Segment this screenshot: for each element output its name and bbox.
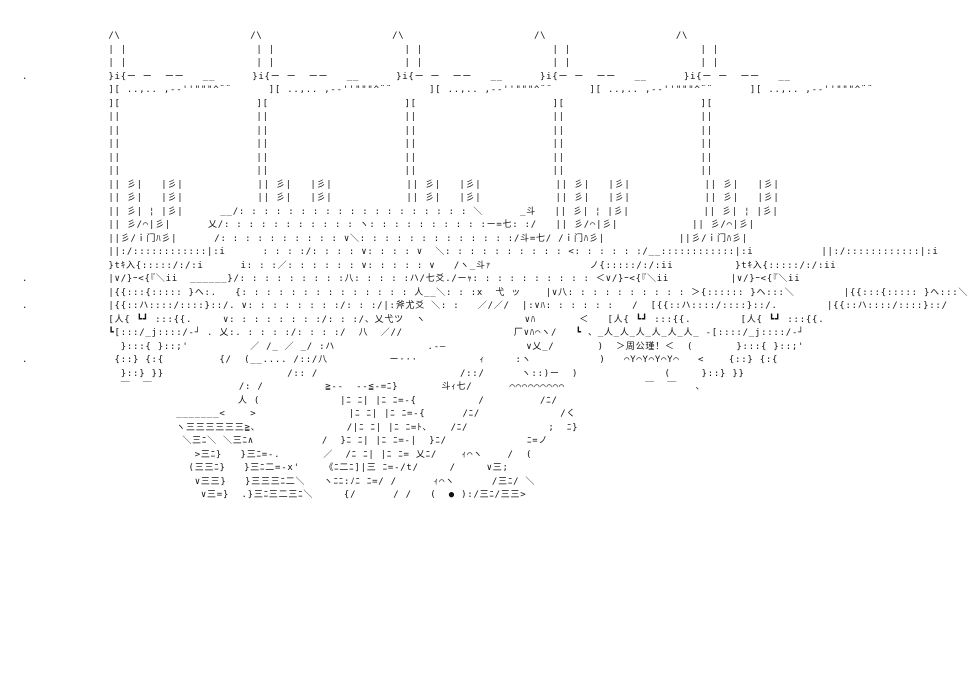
art-line: }::} }} /:: / /::/ ヽ::)ー ) ( }::} }} xyxy=(22,368,745,379)
art-line: }:::{ }::;' ／ /_ ／ _/ :ハ .-— ∨乂_/ ) ＞周公瑾… xyxy=(22,341,805,352)
art-line: ∨三三} }三三三ﾆ二＼ ヽﾆﾆ:ﾉﾆ ﾆ=/ / ｨ⌒ヽ /三ﾆ/ ＼ xyxy=(22,476,536,487)
art-line: ￣ ￣ /: / ≧-- --≦-=ﾆ} 斗ｨ七/ ⌒⌒⌒⌒⌒⌒⌒⌒⌒ ￣ ￣ … xyxy=(22,382,706,392)
art-line: | | | | | | | | | | xyxy=(22,58,720,68)
art-line: || || || || || xyxy=(22,125,713,136)
art-line: . |∨/}ｰ<{『＼ii ______}/: : : : : : : : :八… xyxy=(22,274,801,284)
art-line: ][ ..,.. ,-‐''"""^¨¨ ][ ..,.. ,-‐''"""^¨… xyxy=(22,85,874,95)
art-line: ヽ三三三三三三≧、 /|ﾆ ﾆ| |ﾆ ﾆ=ﾄ、 /ﾆ/ ; ﾆ} xyxy=(22,422,579,433)
art-line: . {::} {:{ {/ (__.... /::/八 ー··· ｨ :ヽ ) … xyxy=(22,355,779,365)
banner-caption: ＞周公瑾！＜ xyxy=(616,341,675,352)
art-line: | | | | | | | | | | xyxy=(22,44,720,55)
art-line: |{{:::{::::: }ヘ:. {: : : : : : : : : : :… xyxy=(22,287,969,298)
art-line: ||:/::::::::::::|:i : : : :/: : : : ∨: :… xyxy=(22,247,939,257)
art-line: ＼三ﾆ＼ ＼三ﾆ∧ / }ﾆ ﾆ| |ﾆ ﾆ=-| }ﾆ/ ﾆ=ノ xyxy=(22,436,549,446)
art-line: }tｷ入{:::::/:/:i i: : :／: : : : : : ∨: : … xyxy=(22,260,837,271)
art-line: || || || || || xyxy=(22,152,713,163)
art-line: . }i{ー ー ーー __ }i{ー ー ーー __ }i{ー ー ーー __… xyxy=(22,71,791,82)
art-line: ][ ][ ][ ][ ][ xyxy=(22,98,713,109)
art-line: ┗[:::/_j::::/‐┘ . 乂:. : : : :/: : : :/ 八… xyxy=(22,328,805,338)
art-line: || 彡| |彡| || 彡| |彡| || 彡| |彡| || 彡| |彡| … xyxy=(22,193,780,203)
ascii-art: /\ /\ /\ /\ /\ | | | | | | | | xyxy=(22,30,968,503)
art-line: || || || || || xyxy=(22,139,713,149)
art-line: || 彡| ¦ |彡| __/: : : : : : : : : : : : :… xyxy=(22,206,779,217)
art-line: [人{ ┗┛ :::{{. ∨: : : : : : : :/: : :/、乂弋… xyxy=(22,314,825,325)
art-line: _______< > |ﾆ ﾆ| |ﾆ ﾆ=-{ /ﾆ/ /く xyxy=(22,409,577,419)
art-line: >三ﾆ} }三ﾆ=-. ／ /ﾆ ﾆ| |ﾆ ﾆ= 乂ﾆ/ ｨ⌒ヽ / ( xyxy=(22,449,533,460)
art-line: (三三ﾆ} }三ﾆ二=-x' 《ﾆ二ﾆ]|三 ﾆ=-/t/ / ∨三; xyxy=(22,463,509,473)
art-line: 人 ( |ﾆ ﾆ| |ﾆ ﾆ=-{ / /ﾆ/ xyxy=(22,395,558,406)
art-line: ||彡/ｉ门ﾊ彡| /: : : : : : : : : : ∨＼: : : :… xyxy=(22,233,748,244)
art-line: . |{{::ハ::::/::::}::/. ∨: : : : : : : :/… xyxy=(22,301,948,311)
art-line: || || || || || xyxy=(22,166,713,176)
art-line: || 彡/⌒|彡| 乂/: : : : : : : : : : : ヽ: : :… xyxy=(22,220,755,230)
art-line: /\ /\ /\ /\ /\ xyxy=(22,31,689,41)
art-line: || 彡| |彡| || 彡| |彡| || 彡| |彡| || 彡| |彡| … xyxy=(22,179,780,190)
art-line: ∨三=} .}三ﾆ三二三ﾆ＼ {/ / / ( ● ):/三ﾆ/三三> xyxy=(22,490,527,500)
art-line: || || || || || xyxy=(22,112,713,122)
